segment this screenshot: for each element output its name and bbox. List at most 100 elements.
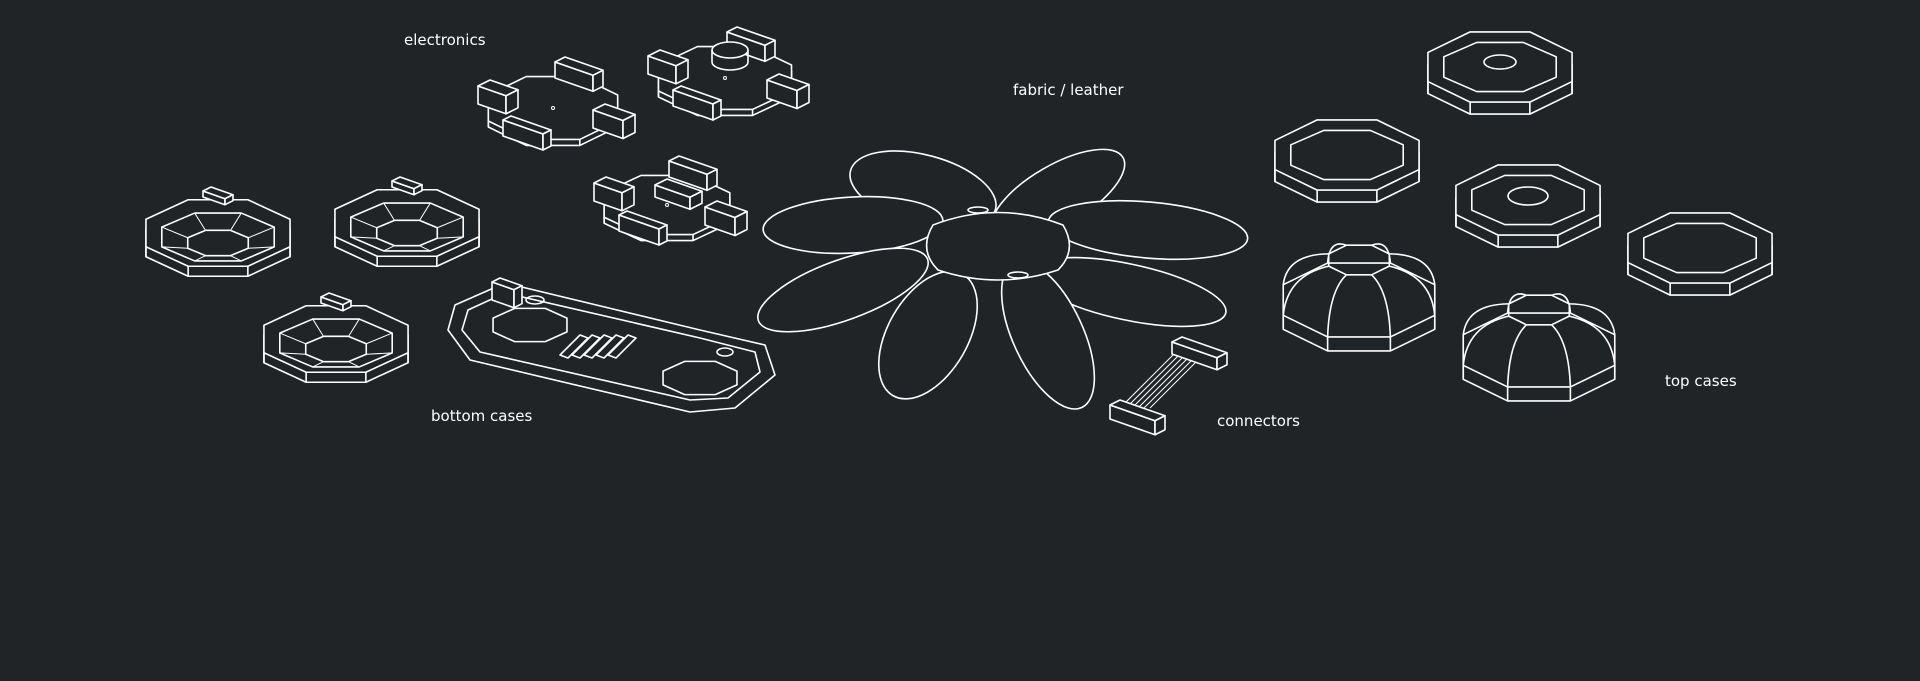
case-facet bbox=[366, 332, 393, 345]
frame-opening bbox=[1442, 41, 1558, 93]
bottom-case-long bbox=[447, 277, 776, 413]
dome-rib bbox=[1569, 315, 1616, 366]
petal bbox=[1047, 199, 1249, 261]
dome-rib bbox=[1550, 324, 1572, 387]
dome-rib bbox=[1462, 315, 1509, 366]
pcb-connector bbox=[704, 200, 748, 237]
long-case-tab bbox=[491, 277, 523, 309]
case-rim bbox=[1427, 31, 1573, 103]
case-facet bbox=[248, 226, 275, 239]
case-facet bbox=[348, 361, 360, 368]
buzzer-body bbox=[711, 50, 749, 71]
box-side bbox=[342, 299, 352, 312]
box-side bbox=[658, 224, 668, 246]
box-side bbox=[505, 89, 519, 115]
box-side bbox=[542, 129, 552, 151]
cable-plug-bottom bbox=[1109, 399, 1166, 436]
frame-opening bbox=[1642, 222, 1758, 274]
long-case-pocket bbox=[492, 307, 568, 343]
petal bbox=[762, 195, 944, 255]
long-case-pocket bbox=[662, 360, 738, 396]
top-dome-1 bbox=[1282, 243, 1436, 352]
top-frame-4 bbox=[1627, 212, 1773, 296]
pcb-connector bbox=[618, 210, 668, 246]
case-facet bbox=[383, 202, 395, 221]
box-side bbox=[1154, 414, 1166, 436]
case-facet bbox=[279, 332, 306, 345]
dome-rib bbox=[1569, 303, 1616, 335]
case-facet bbox=[312, 361, 324, 368]
box-side bbox=[764, 39, 776, 63]
chip bbox=[654, 178, 703, 211]
cable-wire bbox=[1119, 349, 1179, 409]
case-facet bbox=[248, 246, 275, 249]
label-bottom-cases: bottom cases bbox=[431, 407, 533, 425]
bottom-case-3 bbox=[263, 292, 409, 384]
dome-rib bbox=[1282, 265, 1329, 316]
case-facet bbox=[194, 255, 206, 262]
pcb-hole bbox=[551, 106, 555, 110]
pcb-hole bbox=[723, 76, 727, 80]
case-rim bbox=[1455, 164, 1601, 236]
dome-rib bbox=[1371, 243, 1392, 264]
dome-rib bbox=[1506, 324, 1528, 387]
box-side bbox=[513, 284, 523, 309]
top-frame-3 bbox=[1455, 164, 1601, 248]
electronics-group bbox=[477, 26, 810, 246]
pcb-connector bbox=[766, 73, 810, 110]
case-facet bbox=[366, 352, 393, 355]
case-rim bbox=[334, 188, 480, 258]
cable-wire bbox=[1125, 349, 1185, 409]
bottom-case-1 bbox=[145, 186, 291, 278]
cable-wire bbox=[1131, 349, 1191, 409]
long-case-slot bbox=[607, 334, 637, 359]
connectors-group bbox=[1109, 336, 1228, 436]
long-case-post bbox=[525, 295, 545, 305]
pcb-connector bbox=[668, 155, 718, 192]
bottom-case-2 bbox=[334, 176, 480, 268]
case-rim bbox=[263, 304, 409, 374]
case-tab bbox=[320, 292, 352, 312]
case-facet bbox=[161, 246, 188, 249]
case-facet bbox=[348, 318, 360, 337]
dome-rib bbox=[1551, 293, 1572, 314]
pcb-connector bbox=[672, 85, 722, 121]
dome-rib bbox=[1370, 274, 1392, 337]
dome-rib bbox=[1462, 303, 1509, 335]
buzzer bbox=[711, 41, 749, 59]
case-facet bbox=[350, 216, 377, 229]
case-facet bbox=[437, 216, 464, 229]
frame-opening bbox=[1470, 174, 1586, 226]
dome-rib bbox=[1389, 253, 1436, 285]
bottom-cases-group bbox=[145, 176, 776, 413]
top-cases-group bbox=[1274, 31, 1773, 402]
flower-center bbox=[925, 211, 1071, 281]
box-side bbox=[592, 69, 604, 93]
pcb-board-1 bbox=[477, 56, 636, 151]
pcb-connector bbox=[477, 79, 519, 115]
dome-rib bbox=[1326, 243, 1347, 264]
long-case-outline bbox=[447, 282, 776, 413]
case-facet bbox=[279, 352, 306, 355]
box-side bbox=[622, 113, 636, 140]
box-side bbox=[796, 83, 810, 110]
box-side bbox=[689, 190, 703, 211]
pcb-connector bbox=[647, 49, 689, 85]
cable-plug-top bbox=[1171, 336, 1228, 371]
top-frame-2 bbox=[1274, 119, 1420, 203]
pcb-connector bbox=[593, 176, 635, 212]
case-tab bbox=[391, 176, 423, 196]
frame-ring bbox=[1483, 54, 1517, 70]
pcb-connector bbox=[592, 103, 636, 140]
pcb-connector bbox=[554, 56, 604, 93]
case-rim bbox=[1627, 212, 1773, 284]
case-facet bbox=[437, 236, 464, 239]
petal bbox=[757, 247, 929, 333]
connector-cable bbox=[1109, 336, 1228, 436]
case-facet bbox=[350, 236, 377, 239]
label-fabric-leather: fabric / leather bbox=[1013, 81, 1124, 99]
dome-rib bbox=[1326, 274, 1348, 337]
long-case-post bbox=[716, 347, 734, 357]
